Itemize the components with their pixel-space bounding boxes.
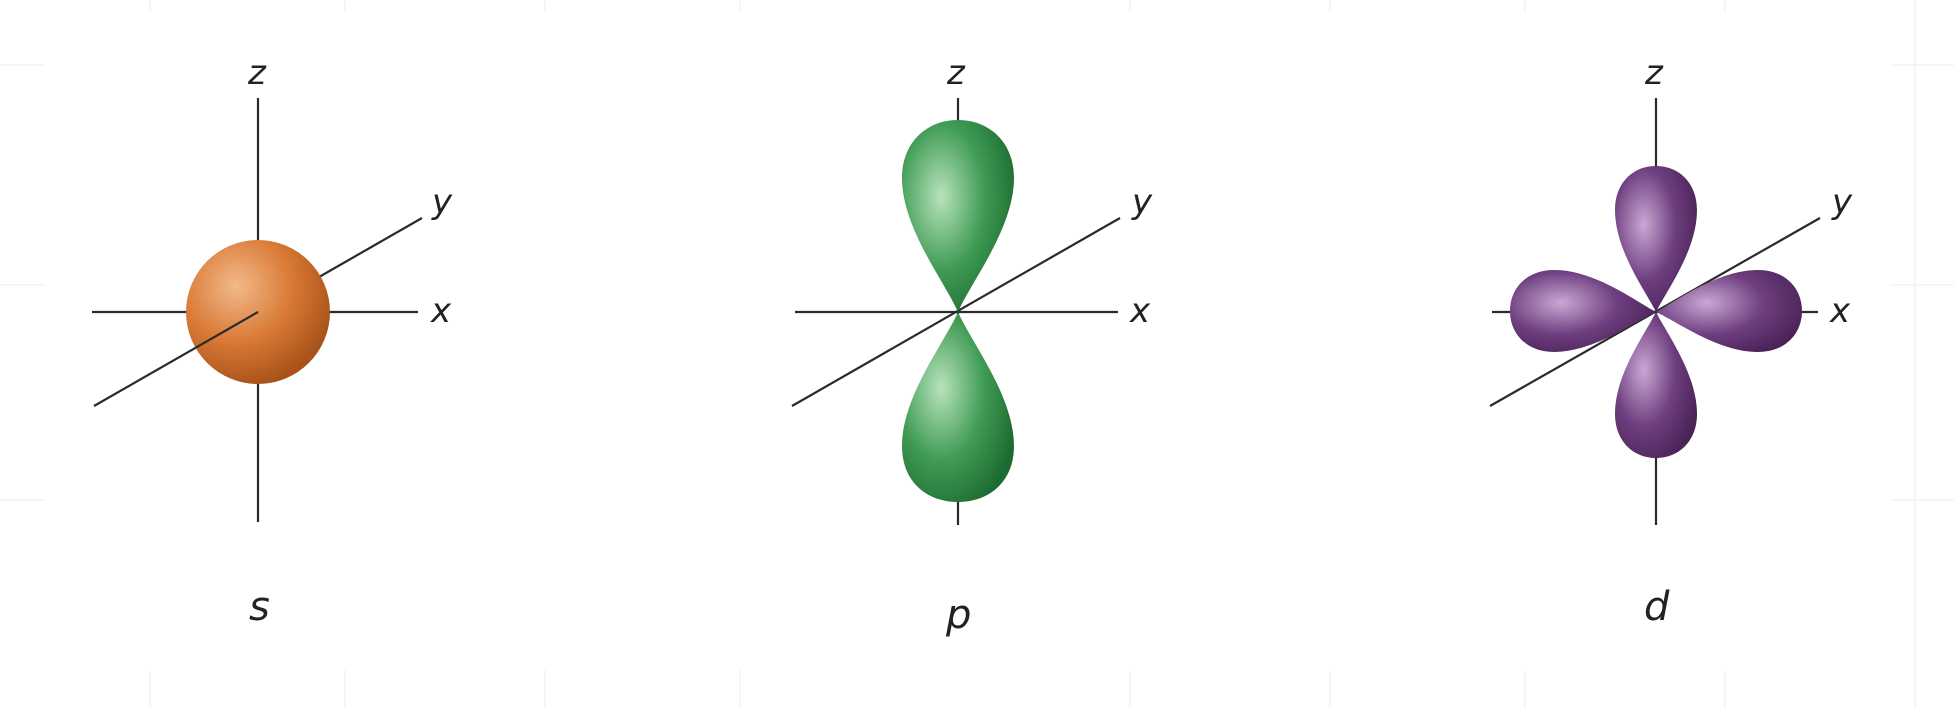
p-orbital-lower-lobe bbox=[902, 312, 1014, 502]
p-z-axis-label: z bbox=[946, 53, 966, 93]
p-y-axis-label: y bbox=[1131, 182, 1153, 222]
p-x-axis-label: x bbox=[1129, 291, 1151, 331]
s-orbital-group: z y x s bbox=[92, 53, 453, 630]
p-orbital-label: p bbox=[945, 592, 971, 638]
d-y-axis-label: y bbox=[1831, 182, 1853, 222]
s-x-axis-label: x bbox=[430, 291, 452, 331]
d-x-axis-label: x bbox=[1829, 291, 1851, 331]
d-orbital-lower-lobe bbox=[1615, 312, 1697, 458]
s-orbital-label: s bbox=[249, 584, 270, 630]
s-y-axis-front bbox=[93, 311, 259, 407]
d-orbital-left-lobe bbox=[1510, 270, 1656, 352]
p-orbital-group: z y x p bbox=[791, 53, 1153, 638]
d-orbital-upper-lobe bbox=[1615, 166, 1697, 312]
p-orbital-upper-lobe bbox=[902, 120, 1014, 312]
s-z-axis-label: z bbox=[247, 53, 267, 93]
s-y-axis-label: y bbox=[431, 182, 453, 222]
d-orbital-label: d bbox=[1644, 584, 1670, 630]
d-orbital-right-lobe bbox=[1656, 270, 1802, 352]
d-orbital-group: z y x d bbox=[1489, 53, 1853, 630]
p-y-axis bbox=[791, 217, 1121, 407]
d-z-axis-label: z bbox=[1644, 53, 1664, 93]
